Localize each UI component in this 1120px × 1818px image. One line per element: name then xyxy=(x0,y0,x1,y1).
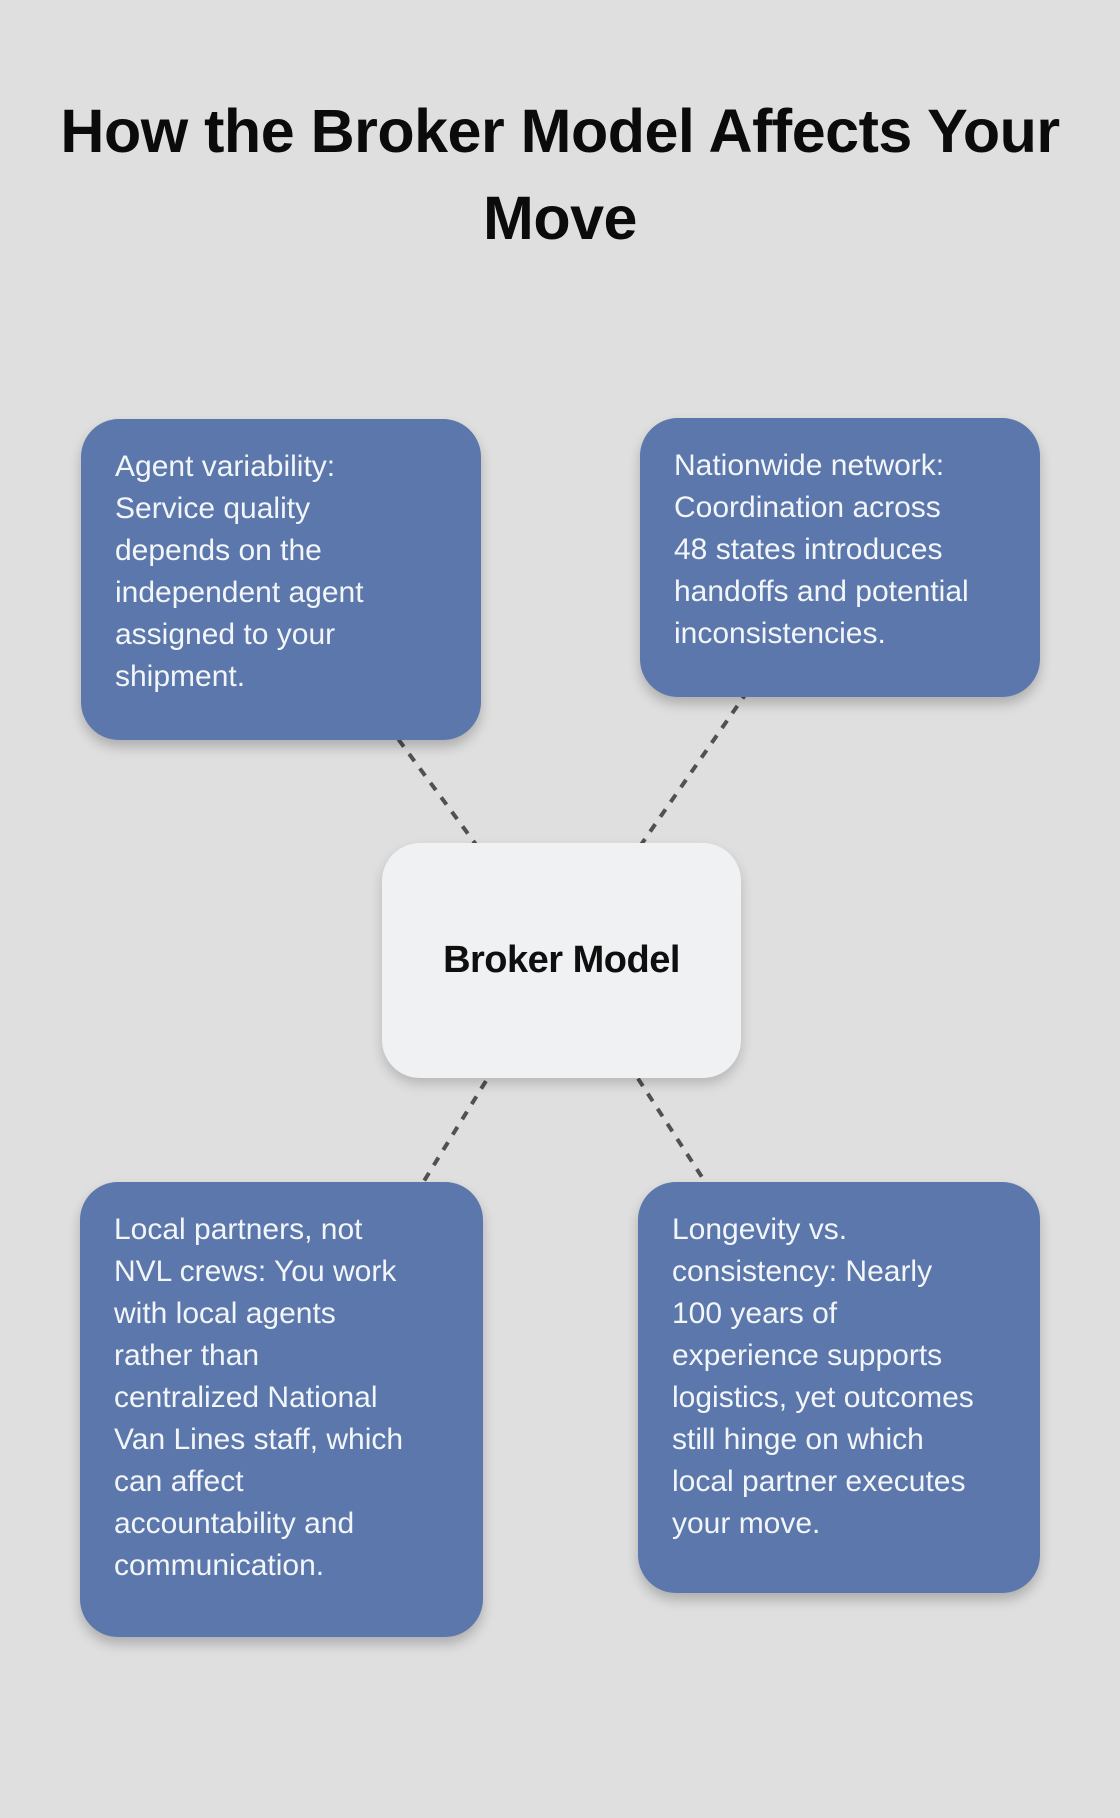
branch-node-local-partners: Local partners, not NVL crews: You work … xyxy=(80,1182,483,1637)
center-node-broker-model: Broker Model xyxy=(382,843,741,1078)
branch-node-longevity-consistency: Longevity vs. consistency: Nearly 100 ye… xyxy=(638,1182,1040,1593)
connector-bottom-right xyxy=(559,958,841,1390)
branch-node-agent-variability: Agent variability: Service quality depen… xyxy=(81,419,481,740)
branch-text-agent-variability: Agent variability: Service quality depen… xyxy=(115,450,364,693)
center-node-label: Broker Model xyxy=(443,939,680,981)
branch-node-nationwide-network: Nationwide network: Coordination across … xyxy=(640,418,1040,697)
branch-text-nationwide-network: Nationwide network: Coordination across … xyxy=(674,449,969,650)
page-title: How the Broker Model Affects Your Move xyxy=(60,97,1060,252)
branch-text-longevity-consistency: Longevity vs. consistency: Nearly 100 ye… xyxy=(672,1213,974,1540)
branch-text-local-partners: Local partners, not NVL crews: You work … xyxy=(114,1213,404,1582)
